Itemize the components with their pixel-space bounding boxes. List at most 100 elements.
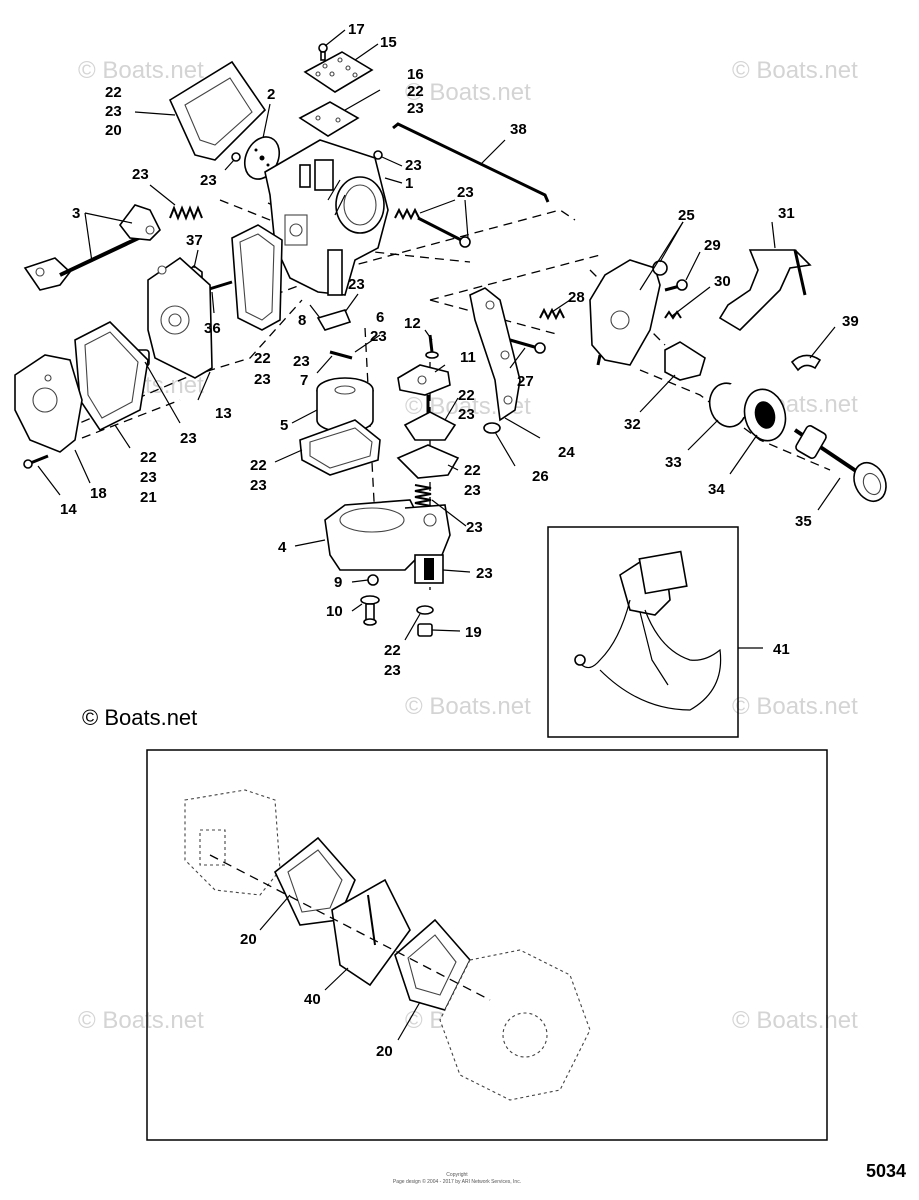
- part-26-washer[interactable]: [483, 422, 501, 434]
- callout-20: 20: [240, 931, 257, 948]
- callout-27: 27: [517, 373, 534, 390]
- part-18-pump-cover[interactable]: [14, 354, 83, 453]
- part-11-pump-cover[interactable]: [397, 364, 451, 396]
- part-27-screw[interactable]: [509, 338, 546, 354]
- callout-10: 10: [326, 603, 343, 620]
- part-22-gasket[interactable]: [231, 224, 283, 331]
- callout-23: 23: [466, 519, 483, 536]
- callout-32: 32: [624, 416, 641, 433]
- part-35-choke-knob[interactable]: [793, 424, 892, 506]
- callout-13: 13: [215, 405, 232, 422]
- watermarks: © Boats.net © Boats.net © Boats.net © Bo…: [78, 57, 858, 1034]
- footer-line-2: Page design © 2004 - 2017 by ARI Network…: [393, 1178, 521, 1185]
- callout-39: 39: [842, 313, 859, 330]
- callout-19: 19: [465, 624, 482, 641]
- part-17-screw[interactable]: [318, 43, 328, 61]
- part-23-needle[interactable]: [417, 216, 471, 248]
- callout-11: 11: [460, 349, 476, 366]
- callout-3: 3: [72, 205, 80, 222]
- callout-4: 4: [278, 539, 287, 556]
- part-23-spring[interactable]: [394, 207, 420, 221]
- copyright-text: © Boats.net: [82, 705, 197, 730]
- part-23-screw[interactable]: [373, 150, 383, 160]
- callout-26: 26: [532, 468, 549, 485]
- callout-17: 17: [348, 21, 365, 38]
- callout-18: 18: [90, 485, 107, 502]
- watermark: © Boats.net: [732, 1007, 858, 1034]
- part-10-jet[interactable]: [360, 595, 380, 626]
- callout-21: 21: [140, 489, 157, 506]
- callout-2: 2: [267, 86, 275, 103]
- part-24-lever[interactable]: [469, 287, 521, 422]
- part-34-grommet[interactable]: [739, 385, 791, 446]
- callout-37: 37: [186, 232, 203, 249]
- part-14-screw[interactable]: [23, 454, 49, 469]
- part-39-clip[interactable]: [790, 354, 822, 372]
- watermark: © Boats.net: [732, 693, 858, 720]
- part-22-gasket[interactable]: [396, 444, 460, 479]
- part-1-carburetor-body[interactable]: [264, 139, 389, 296]
- part-5-float[interactable]: [316, 377, 374, 433]
- callout-22: 22: [250, 457, 267, 474]
- callout-23: 23: [132, 166, 149, 183]
- callout-40: 40: [304, 991, 321, 1008]
- part-28-spring[interactable]: [539, 307, 565, 321]
- part-12-screw[interactable]: [425, 334, 439, 359]
- callout-31: 31: [778, 205, 795, 222]
- part-25-choke-housing[interactable]: [589, 259, 668, 366]
- callout-23: 23: [384, 662, 401, 679]
- callout-12: 12: [404, 315, 421, 332]
- part-8-clip[interactable]: [316, 309, 352, 331]
- callout-28: 28: [568, 289, 585, 306]
- callout-16: 16: [407, 66, 424, 83]
- part-32-clamp[interactable]: [664, 341, 706, 381]
- part-19-drain-screw[interactable]: [417, 623, 433, 637]
- callout-22: 22: [407, 83, 424, 100]
- part-22-washer[interactable]: [416, 605, 434, 615]
- leader-lines: [37, 29, 841, 1041]
- part-7-pin[interactable]: [329, 350, 353, 360]
- part-33-ring[interactable]: [705, 379, 752, 431]
- watermark: © Boats.net: [405, 693, 531, 720]
- callout-23: 23: [458, 406, 475, 423]
- callout-6: 6: [376, 309, 384, 326]
- part-29-screw[interactable]: [664, 279, 688, 292]
- callout-23: 23: [407, 100, 424, 117]
- part-22-bowl-gasket[interactable]: [299, 419, 381, 476]
- callout-20: 20: [105, 122, 122, 139]
- part-13-fuel-pump-body[interactable]: [147, 256, 213, 379]
- callout-22: 22: [458, 387, 475, 404]
- part-23-kit[interactable]: [414, 554, 444, 584]
- part-30-spring[interactable]: [664, 310, 682, 320]
- watermark: © Boats.net: [78, 57, 204, 84]
- part-3-throttle-lever[interactable]: [23, 204, 161, 291]
- callout-23: 23: [293, 353, 310, 370]
- callout-23: 23: [457, 184, 474, 201]
- part-21-gasket[interactable]: [74, 321, 149, 432]
- callout-14: 14: [60, 501, 77, 518]
- part-41-choke-solenoid-box[interactable]: [547, 526, 739, 738]
- callout-36: 36: [204, 320, 221, 337]
- watermark: © Boats.net: [405, 79, 531, 106]
- watermark: © Boats.net: [78, 1007, 204, 1034]
- callout-23: 23: [370, 328, 387, 345]
- callout-9: 9: [334, 574, 342, 591]
- callout-8: 8: [298, 312, 306, 329]
- part-4-float-bowl[interactable]: [324, 499, 451, 571]
- part-16-gasket[interactable]: [298, 101, 360, 137]
- callout-30: 30: [714, 273, 731, 290]
- part-9-screw[interactable]: [367, 574, 379, 586]
- part-23-spring[interactable]: [414, 484, 432, 507]
- part-20-gasket[interactable]: [168, 60, 267, 161]
- part-23-plunger[interactable]: [403, 395, 457, 441]
- part-23-spring[interactable]: [169, 205, 203, 221]
- callout-5: 5: [280, 417, 288, 434]
- callout-22: 22: [464, 462, 481, 479]
- part-23-screw[interactable]: [231, 152, 241, 162]
- callout-23: 23: [180, 430, 197, 447]
- part-15-cover-plate[interactable]: [303, 51, 374, 93]
- part-38-link-rod[interactable]: [392, 122, 550, 203]
- callout-22: 22: [105, 84, 122, 101]
- part-31-choke-lever[interactable]: [718, 249, 812, 332]
